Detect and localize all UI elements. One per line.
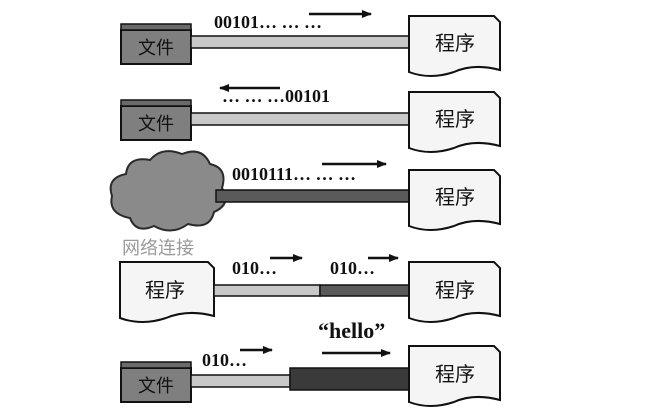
row-4-target-label: 程序 <box>435 278 475 302</box>
network-connection-label: 网络连接 <box>122 238 194 259</box>
row-5-target-label: 程序 <box>435 362 475 386</box>
row-2-program-to-file: 文件 … … …00101 程序 <box>120 84 501 153</box>
row-2-source-file: 文件 <box>120 99 192 141</box>
row-4-target-program: 程序 <box>408 261 501 323</box>
row-5-source-file: 文件 <box>120 361 192 403</box>
row-2-target-program: 程序 <box>408 91 501 153</box>
row-4-source-program: 程序 <box>119 261 215 323</box>
row-3-stream-text: 0010111… … … <box>232 164 356 184</box>
row-5-pipe-light <box>190 374 291 388</box>
row-2-stream-text: … … …00101 <box>222 86 330 106</box>
row-1-source-file: 文件 <box>120 23 192 65</box>
row-4-pipe-dark <box>319 284 410 297</box>
row-5-output-text: “hello” <box>318 318 385 343</box>
row-1-source-label: 文件 <box>138 38 174 59</box>
row-1-target-program: 程序 <box>408 15 501 77</box>
row-5-stream-text: 010… <box>202 350 247 370</box>
row-5-pipe-black <box>289 367 410 391</box>
row-1-target-label: 程序 <box>435 31 475 55</box>
row-5-target-program: 程序 <box>408 345 501 407</box>
row-4-stream-text-2: 010… <box>330 258 375 278</box>
row-2-pipe <box>190 112 410 126</box>
row-1-file-to-program: 文件 00101… … … 程序 <box>120 10 501 77</box>
row-3-target-label: 程序 <box>435 185 475 209</box>
row-5-source-label: 文件 <box>138 376 174 397</box>
row-5-file-to-program: 文件 010… “hello” 程序 <box>120 318 501 407</box>
row-4-source-label: 程序 <box>145 278 185 302</box>
row-1-stream-text: 00101… … … <box>214 12 322 32</box>
row-3-target-program: 程序 <box>408 169 501 231</box>
row-2-source-label: 文件 <box>138 114 174 135</box>
cloud-icon <box>109 150 227 232</box>
row-4-program-to-program: 程序 010… 010… 程序 <box>119 254 501 323</box>
row-4-stream-text-1: 010… <box>232 258 277 278</box>
row-4-pipe-light <box>213 284 321 297</box>
row-2-target-label: 程序 <box>435 107 475 131</box>
row-3-network-to-program: 0010111… … … 程序 网络连接 <box>109 150 501 259</box>
row-1-pipe <box>190 35 410 49</box>
row-3-pipe <box>215 189 410 203</box>
